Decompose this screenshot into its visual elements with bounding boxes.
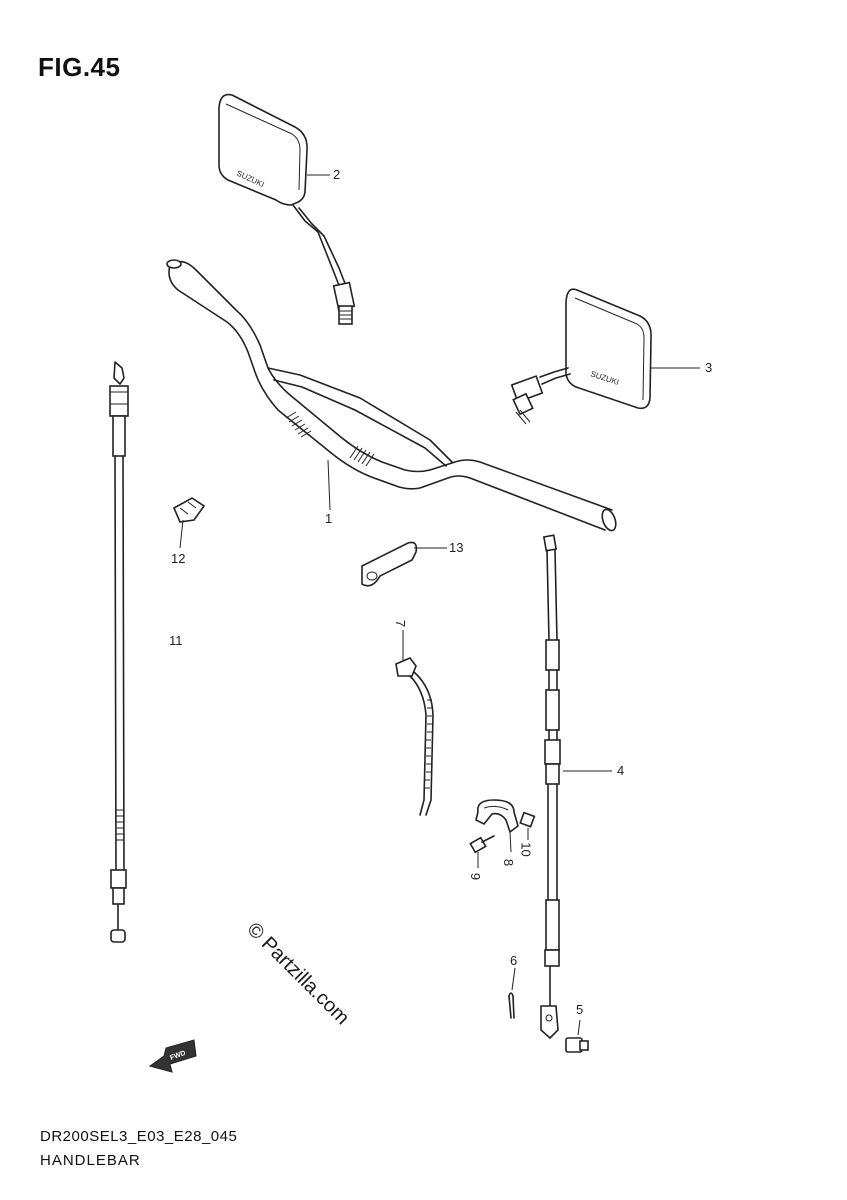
- callout-1: 1: [325, 511, 333, 526]
- bolt-small: [565, 1037, 589, 1053]
- cable-tie: [395, 657, 434, 816]
- callout-11: 11: [169, 633, 183, 648]
- clutch-cable: [109, 361, 129, 943]
- right-mirror: SUZUKI: [510, 288, 652, 425]
- forward-arrow-icon: FWD: [148, 1039, 197, 1073]
- knurled-section-right: [349, 445, 375, 467]
- leader-lines: [179, 174, 700, 1036]
- callout-3: 3: [705, 360, 713, 375]
- callout-5: 5: [576, 1002, 584, 1017]
- callout-7: 7: [393, 619, 409, 628]
- handlebar: [166, 259, 617, 532]
- figure-title: FIG.45: [38, 52, 121, 82]
- callout-9: 9: [468, 872, 484, 881]
- callout-2: 2: [333, 167, 341, 182]
- callout-10: 10: [518, 842, 534, 857]
- cable-holder: [172, 497, 206, 523]
- left-mirror: SUZUKI: [218, 93, 356, 325]
- callout-6: 6: [510, 953, 518, 968]
- callout-4: 4: [617, 763, 625, 778]
- cotter-pin: [508, 992, 515, 1019]
- bolt: [469, 835, 495, 854]
- nut: [519, 811, 536, 828]
- callout-8: 8: [501, 858, 517, 867]
- bracket: [361, 541, 418, 587]
- knurled-section-left: [285, 411, 312, 438]
- clamp: [475, 799, 519, 834]
- throttle-cable: [540, 534, 561, 1040]
- callout-12: 12: [171, 551, 186, 566]
- diagram-code: DR200SEL3_E03_E28_045: [40, 1128, 238, 1145]
- callout-13: 13: [449, 540, 464, 555]
- diagram-caption: HANDLEBAR: [40, 1152, 141, 1169]
